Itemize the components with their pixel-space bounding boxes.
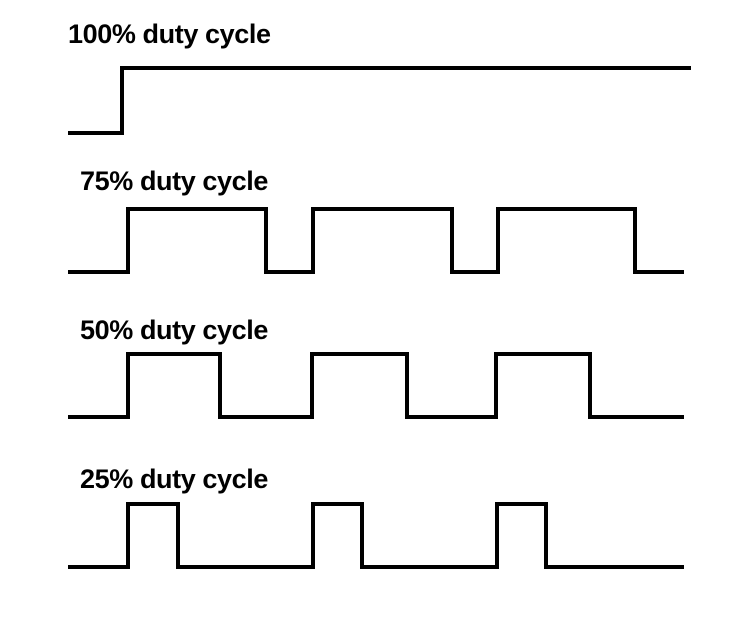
waveform-label-50: 50% duty cycle (80, 315, 268, 345)
waveform-group-75: 75% duty cycle (68, 166, 684, 274)
waveform-label-25: 25% duty cycle (80, 464, 268, 494)
waveform-path-50 (68, 352, 684, 419)
waveform-group-100: 100% duty cycle (68, 19, 691, 135)
waveform-label-100: 100% duty cycle (68, 19, 271, 49)
waveform-label-75: 75% duty cycle (80, 166, 268, 196)
waveform-path-100 (68, 66, 691, 135)
waveform-group-25: 25% duty cycle (68, 464, 684, 569)
waveform-group-50: 50% duty cycle (68, 315, 684, 419)
waveform-path-25 (68, 502, 684, 569)
waveform-path-75 (68, 207, 684, 274)
